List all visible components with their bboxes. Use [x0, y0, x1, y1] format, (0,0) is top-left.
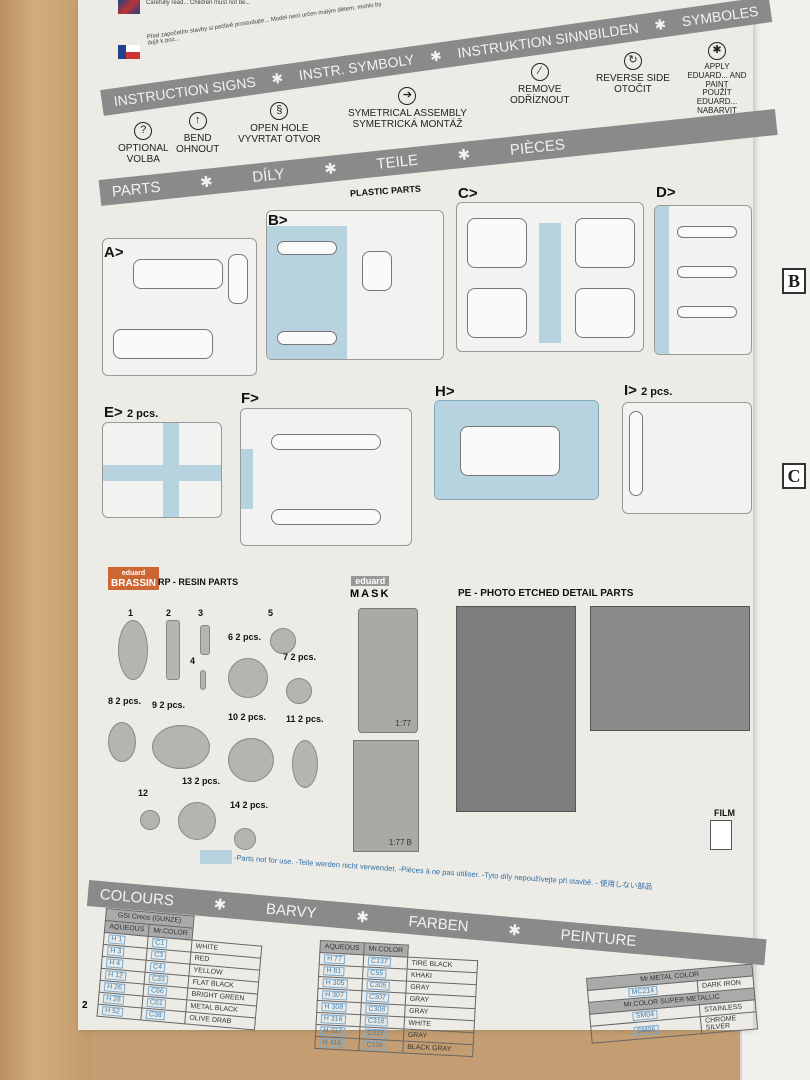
wooden-table	[0, 0, 90, 1080]
resin-part-label: 11 2 pcs.	[286, 714, 324, 724]
sprue-b-label: B>	[268, 212, 288, 229]
band-text: TEILE	[375, 151, 419, 173]
band-text: PEINTURE	[559, 925, 638, 950]
resin-part-label: 3	[198, 608, 204, 618]
resin-part-label: 7 2 pcs.	[283, 652, 317, 662]
sprue-i-label: I> 2 pcs.	[624, 382, 673, 399]
pe-fret-2	[590, 606, 750, 731]
band-text: BARVY	[265, 900, 318, 922]
sprue-c	[456, 202, 644, 352]
band-text: INSTRUCTION SIGNS	[112, 73, 257, 110]
sprue-c-label: C>	[458, 185, 478, 202]
resin-part-label: 5	[268, 608, 274, 618]
band-text: FARBEN	[407, 912, 470, 935]
resin-part-label: 10 2 pcs.	[228, 712, 267, 722]
pe-label: PE - PHOTO ETCHED DETAIL PARTS	[458, 588, 634, 599]
sprue-e-label: E> 2 pcs.	[104, 404, 159, 421]
sprue-h	[434, 400, 599, 500]
warning-cz: Před započetím stavby si pečlivě prostud…	[146, 1, 382, 47]
reverse-icon: ↻	[623, 52, 642, 70]
sprue-i	[622, 402, 752, 514]
warning-en: Carefully read... Children must not be..…	[146, 0, 251, 6]
band-text: PIÈCES	[509, 135, 566, 159]
resin-part-6	[228, 658, 268, 698]
drill-icon: §	[270, 102, 289, 120]
parts-not-for-use-note: -Parts not for use. -Teile werden nicht …	[233, 853, 653, 892]
resin-part-7	[286, 678, 312, 704]
resin-part-label: 14 2 pcs.	[230, 800, 269, 810]
resin-part-3	[200, 625, 210, 655]
sprue-a-label: A>	[104, 244, 124, 261]
band-text: SYMBOLES	[680, 2, 760, 30]
resin-part-4	[200, 670, 206, 690]
mask-sheet-2: 1:77 B	[353, 740, 419, 852]
resin-part-label: 4	[190, 656, 196, 666]
sprue-a	[102, 238, 257, 376]
film-sheet	[710, 820, 732, 850]
symmetric-icon: ➔	[398, 87, 417, 105]
question-icon: ?	[134, 122, 153, 140]
resin-part-label: 2	[166, 608, 172, 618]
band-text: DÍLY	[251, 165, 286, 186]
sprue-f	[240, 408, 412, 546]
pe-fret-1	[456, 606, 576, 812]
right-page-tab-b: B	[782, 268, 806, 294]
band-text: COLOURS	[99, 885, 175, 909]
resin-part-5	[270, 628, 296, 654]
resin-part-label: 12	[138, 788, 149, 798]
resin-part-2	[166, 620, 180, 680]
band-text: PARTS	[111, 178, 162, 201]
resin-part-9	[152, 725, 210, 769]
resin-parts-label: RP - RESIN PARTS	[158, 577, 239, 587]
resin-part-label: 6 2 pcs.	[228, 632, 262, 642]
resin-part-label: 1	[128, 608, 134, 618]
resin-part-14	[234, 828, 256, 850]
band-text: INSTR. SYMBOLY	[297, 51, 416, 84]
right-page-tab-c: C	[782, 463, 806, 489]
resin-part-label: 9 2 pcs.	[152, 700, 186, 710]
resin-part-label: 8 2 pcs.	[108, 696, 142, 706]
resin-part-11	[292, 740, 318, 788]
resin-part-label: 13 2 pcs.	[182, 776, 221, 786]
bend-arrow-icon: ↑	[188, 112, 207, 130]
sprue-f-label: F>	[241, 390, 259, 407]
page-number: 2	[82, 1000, 88, 1011]
resin-part-12	[140, 810, 160, 830]
eduard-part-icon: ✱	[708, 42, 726, 60]
knife-icon: ⁄	[530, 63, 549, 81]
czech-flag-icon	[118, 45, 140, 59]
sprue-h-label: H>	[435, 383, 455, 400]
plastic-parts-label: PLASTIC PARTS	[349, 183, 422, 199]
sprue-e	[102, 422, 222, 518]
resin-part-10	[228, 738, 274, 782]
sprue-d	[654, 205, 752, 355]
resin-part-13	[178, 802, 216, 840]
film-label: FILM	[714, 808, 735, 818]
instruction-page: Carefully read... Children must not be..…	[78, 0, 778, 1057]
sprue-d-label: D>	[656, 184, 676, 201]
uk-flag-icon	[118, 0, 140, 14]
mask-sheet-1: 1:77	[358, 608, 418, 733]
resin-part-1	[118, 620, 148, 680]
resin-part-8	[108, 722, 136, 762]
sprue-b	[266, 210, 444, 360]
unused-parts-swatch	[200, 850, 232, 864]
